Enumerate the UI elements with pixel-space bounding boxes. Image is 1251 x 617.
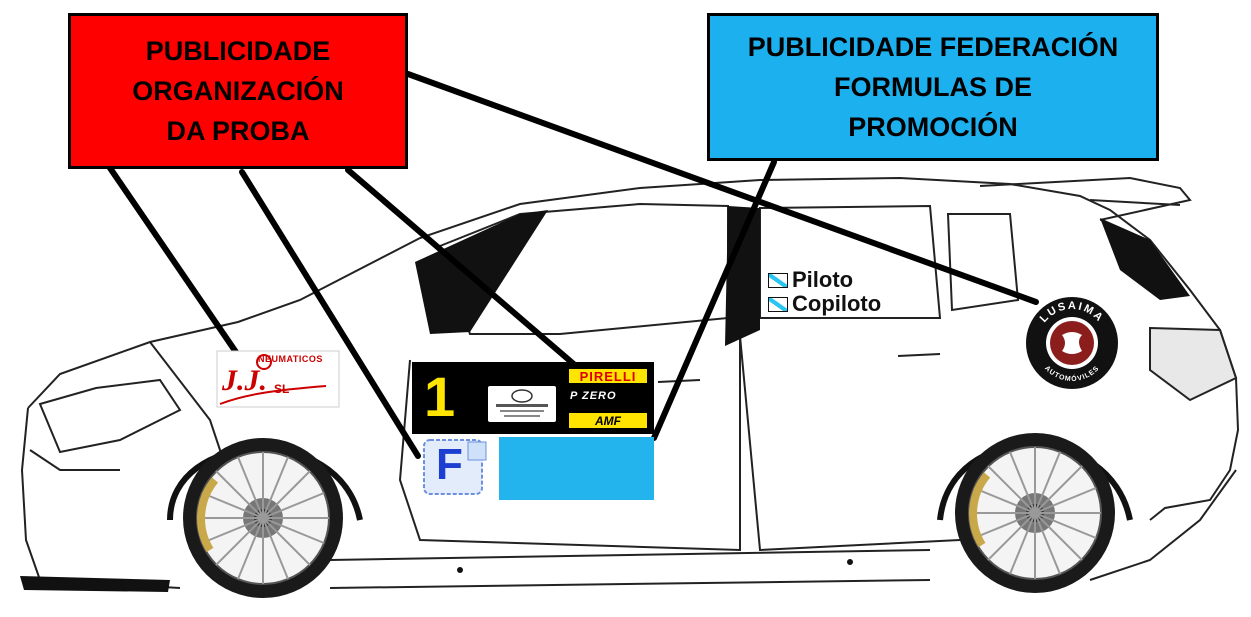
label-org-line-2: ORGANIZACIÓN	[132, 76, 344, 106]
galicia-flag-icon	[768, 272, 788, 288]
piloto-row: Piloto	[768, 268, 881, 292]
copiloto-row: Copiloto	[768, 292, 881, 316]
neumaticos-logo: J.J.	[222, 364, 267, 397]
galicia-flag-icon	[768, 296, 788, 312]
door-number-plate: 1 PIRELLI P ZERO AMF	[412, 362, 654, 434]
label-fed-line-3: PROMOCIÓN	[848, 112, 1018, 142]
amf-sticker: AMF	[567, 411, 649, 430]
door-number: 1	[424, 365, 456, 428]
rally-badge	[488, 386, 556, 422]
copiloto-label: Copiloto	[792, 291, 882, 316]
piloto-label: Piloto	[792, 267, 854, 292]
federation-promotion-slot	[499, 437, 654, 500]
pzero-sticker: P ZERO	[570, 390, 617, 402]
neumaticos-suffix: SL	[274, 382, 290, 396]
label-fed-line-2: FORMULAS DE	[833, 72, 1032, 102]
label-org-line-1: PUBLICIDADE	[145, 36, 331, 66]
federation-letter: F	[436, 440, 463, 489]
crew-names: Piloto Copiloto	[768, 268, 881, 316]
label-fed-line-1: PUBLICIDADE FEDERACIÓN	[747, 32, 1119, 62]
label-publicidade-organizacion: PUBLICIDADE ORGANIZACIÓN DA PROBA	[68, 13, 408, 169]
lusaima-logo-icon: LUSAIMA AUTOMÓVILES	[1024, 295, 1120, 391]
neumaticos-sticker: NEUMATICOS J.J. SL	[216, 350, 340, 408]
neumaticos-text: NEUMATICOS	[258, 354, 323, 364]
federation-f-logo-icon: F	[418, 436, 490, 498]
label-publicidade-federacion: PUBLICIDADE FEDERACIÓN FORMULAS DE PROMO…	[707, 13, 1159, 161]
label-org-line-3: DA PROBA	[166, 116, 310, 146]
pirelli-sticker: PIRELLI	[567, 367, 649, 385]
